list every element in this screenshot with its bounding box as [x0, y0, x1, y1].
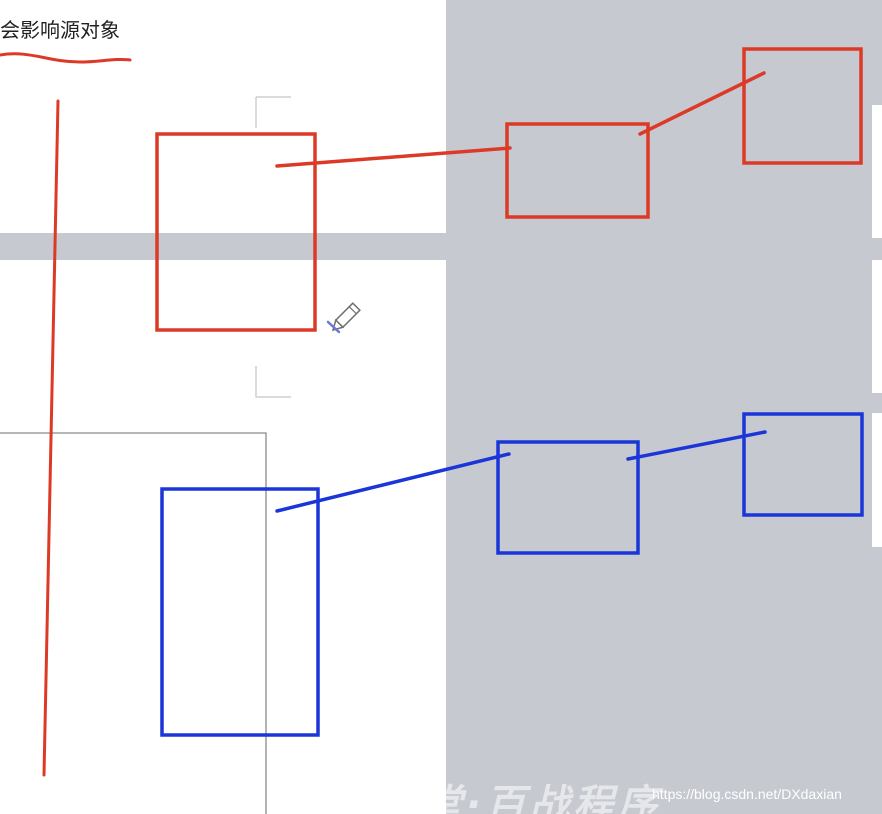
corner-mark-top: [255, 96, 291, 128]
blue-middle-box: [496, 440, 640, 555]
pencil-mark: [326, 320, 341, 334]
page-separator-band: [0, 233, 446, 260]
red-underline-stroke: [0, 52, 132, 64]
red-source-box: [155, 132, 317, 332]
page-edge-strip: [872, 105, 882, 238]
red-right-box: [742, 47, 863, 165]
video-watermark: 尚学堂·百战程序: [334, 782, 662, 814]
content-frame: [0, 432, 267, 814]
blue-copy-box: [160, 487, 320, 737]
page-heading: 会影响源对象: [0, 18, 120, 42]
red-connector-2: [638, 71, 766, 136]
red-middle-box: [505, 122, 650, 219]
blue-connector-1: [275, 452, 511, 513]
pencil-icon: [331, 302, 361, 332]
source-credit: https://blog.csdn.net/DXdaxian: [652, 786, 842, 802]
red-connector-1: [275, 146, 512, 168]
blue-right-box: [742, 412, 864, 517]
corner-mark-bottom: [255, 366, 291, 398]
page-edge-strip: [872, 260, 882, 393]
red-vertical-stroke: [42, 99, 60, 777]
blue-connector-2: [626, 430, 767, 461]
gray-workspace-panel: [446, 0, 882, 814]
page-edge-strip: [872, 413, 882, 547]
